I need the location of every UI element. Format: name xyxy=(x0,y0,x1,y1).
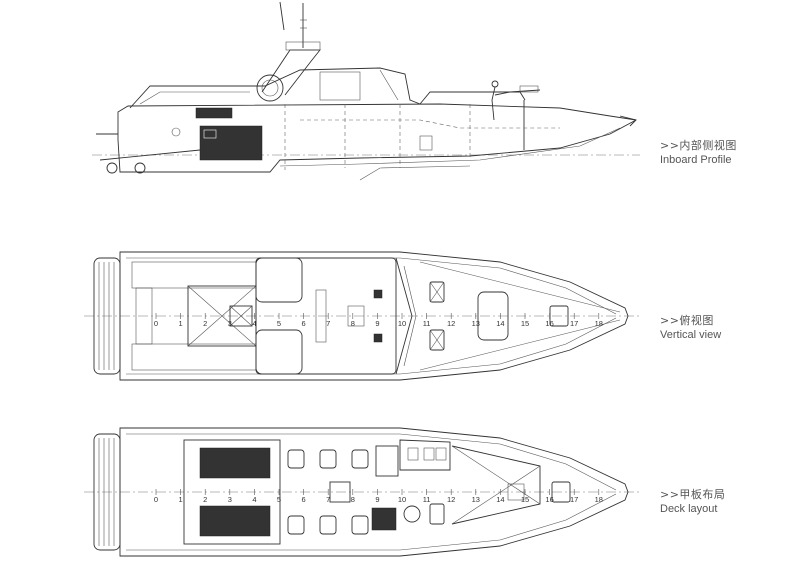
frame-number: 13 xyxy=(472,495,480,504)
radar-arch xyxy=(261,49,321,96)
frame-number: 15 xyxy=(521,495,529,504)
frame-number: 10 xyxy=(398,319,406,328)
forward-hatch xyxy=(477,291,509,341)
view-label-deck: >>甲板布局 Deck layout xyxy=(660,486,725,515)
frame-number: 8 xyxy=(351,495,355,504)
frame-number: 0 xyxy=(154,319,158,328)
frame-number: 2 xyxy=(203,319,207,328)
frame-number: 13 xyxy=(472,319,480,328)
inboard-profile-drawing xyxy=(92,1,640,181)
cabin-roof xyxy=(129,67,421,109)
frame-number: 4 xyxy=(252,495,256,504)
frame-number: 15 xyxy=(521,319,529,328)
engine-room xyxy=(183,439,281,545)
view-label-en: Inboard Profile xyxy=(660,154,732,166)
frame-number: 6 xyxy=(302,319,306,328)
frame-number: 3 xyxy=(228,495,232,504)
frame-number: 16 xyxy=(545,495,553,504)
engine-block xyxy=(199,125,263,161)
cabin-top xyxy=(255,257,397,375)
frame-number: 2 xyxy=(203,495,207,504)
life-ring xyxy=(256,74,284,102)
frame-number: 8 xyxy=(351,319,355,328)
view-label-en: Vertical view xyxy=(660,329,722,341)
engine-starboard xyxy=(199,505,271,537)
frame-number: 5 xyxy=(277,495,281,504)
frame-number: 1 xyxy=(179,495,183,504)
frame-number: 6 xyxy=(302,495,306,504)
frame-number: 17 xyxy=(570,319,578,328)
exhaust-grille xyxy=(195,107,233,119)
frame-number: 0 xyxy=(154,495,158,504)
hull-keel xyxy=(117,119,637,173)
frame-number: 3 xyxy=(228,319,232,328)
frame-number: 11 xyxy=(423,319,431,328)
frame-number: 4 xyxy=(252,319,256,328)
frame-number: 11 xyxy=(423,495,431,504)
frame-number: 18 xyxy=(595,495,603,504)
frame-number: 12 xyxy=(447,319,455,328)
hull-outline-deck xyxy=(119,427,629,557)
frame-number: 14 xyxy=(496,495,504,504)
view-label-en: Deck layout xyxy=(660,503,718,515)
engine-port xyxy=(199,447,271,479)
frame-number: 14 xyxy=(496,319,504,328)
vertical-view-drawing xyxy=(84,251,640,381)
frame-number: 17 xyxy=(570,495,578,504)
sheer-line xyxy=(117,103,637,140)
frame-number: 9 xyxy=(375,495,379,504)
frame-number: 1 xyxy=(179,319,183,328)
frame-number: 10 xyxy=(398,495,406,504)
frame-number: 12 xyxy=(447,495,455,504)
hull-outline-top xyxy=(119,251,629,381)
frame-number: 7 xyxy=(326,319,330,328)
frame-number: 7 xyxy=(326,495,330,504)
frame-number: 9 xyxy=(375,319,379,328)
frame-number: 5 xyxy=(277,319,281,328)
view-label-vertical: >>俯视图 Vertical view xyxy=(660,312,721,341)
view-label-cn: >>俯视图 xyxy=(660,314,714,327)
frame-number: 16 xyxy=(545,319,553,328)
frame-number: 18 xyxy=(595,319,603,328)
view-label-inboard: >>内部侧视图 Inboard Profile xyxy=(660,137,737,166)
antenna xyxy=(279,1,285,31)
view-label-cn: >>内部侧视图 xyxy=(660,139,737,152)
deck-layout-drawing xyxy=(84,427,640,557)
view-label-cn: >>甲板布局 xyxy=(660,488,726,501)
